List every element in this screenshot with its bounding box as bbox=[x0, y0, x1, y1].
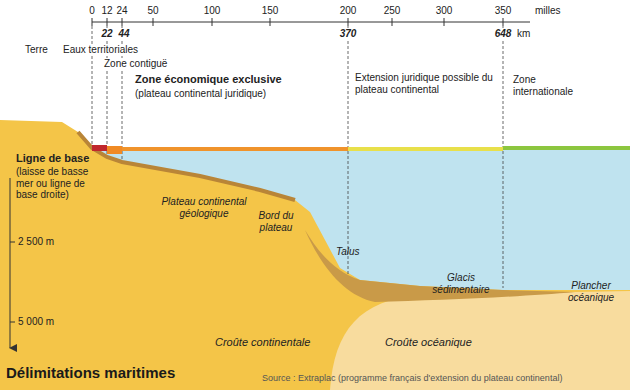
relief-label: Bord du plateau bbox=[250, 210, 302, 233]
zone-label: Zone contiguë bbox=[103, 58, 168, 70]
continental-crust bbox=[0, 120, 630, 390]
km-unit: km bbox=[516, 28, 531, 40]
zone-label: Zone internationale bbox=[512, 74, 586, 97]
km-number: 648 bbox=[494, 28, 513, 40]
zone-label: Eaux territoriales bbox=[62, 44, 139, 56]
scale-number: 0 bbox=[88, 5, 96, 17]
baseline-note: (laisse de basse mer ou ligne de base dr… bbox=[16, 166, 102, 201]
source-caption: Source : Extraplac (programme français d… bbox=[262, 373, 562, 383]
eez-bar bbox=[122, 147, 348, 151]
sediment-glacis bbox=[305, 230, 575, 302]
zone-label: Zone économique exclusive bbox=[134, 73, 283, 86]
scale-number: 50 bbox=[146, 5, 159, 17]
distance-scale bbox=[92, 18, 530, 26]
depth-label: 5 000 m bbox=[18, 316, 54, 328]
zone-label: Terre bbox=[24, 44, 49, 56]
relief-label: Plateau continental géologique bbox=[158, 196, 250, 219]
km-number: 370 bbox=[339, 28, 358, 40]
scale-number: 250 bbox=[383, 5, 402, 17]
scale-number: 24 bbox=[115, 5, 128, 17]
zone-label: Extension juridique possible du plateau … bbox=[354, 72, 496, 95]
territorial-bar bbox=[92, 145, 107, 151]
scale-number: 200 bbox=[339, 5, 358, 17]
relief-label: Plancher océanique bbox=[560, 280, 622, 303]
crust-label: Croûte continentale bbox=[215, 336, 310, 349]
contiguous-bar bbox=[107, 146, 122, 154]
scale-unit: milles bbox=[534, 5, 562, 17]
scale-number: 300 bbox=[435, 5, 454, 17]
crust-label: Croûte océanique bbox=[385, 336, 472, 349]
km-number: 44 bbox=[117, 28, 130, 40]
shelf-sediment bbox=[78, 132, 295, 200]
depth-axis bbox=[10, 178, 15, 348]
international-bar bbox=[503, 146, 630, 150]
relief-label: Talus bbox=[336, 246, 360, 258]
scale-number: 150 bbox=[261, 5, 280, 17]
depth-label: 2 500 m bbox=[18, 236, 54, 248]
baseline-label: Ligne de base bbox=[16, 152, 89, 165]
extension-bar bbox=[348, 147, 503, 151]
scale-number: 100 bbox=[203, 5, 222, 17]
zone-note: (plateau continental juridique) bbox=[134, 88, 267, 100]
limit-lines bbox=[92, 26, 503, 288]
scale-number: 350 bbox=[494, 5, 513, 17]
km-number: 22 bbox=[100, 28, 113, 40]
diagram-title: Délimitations maritimes bbox=[6, 364, 175, 381]
scale-number: 12 bbox=[100, 5, 113, 17]
relief-label: Glacis sédimentaire bbox=[425, 272, 497, 295]
